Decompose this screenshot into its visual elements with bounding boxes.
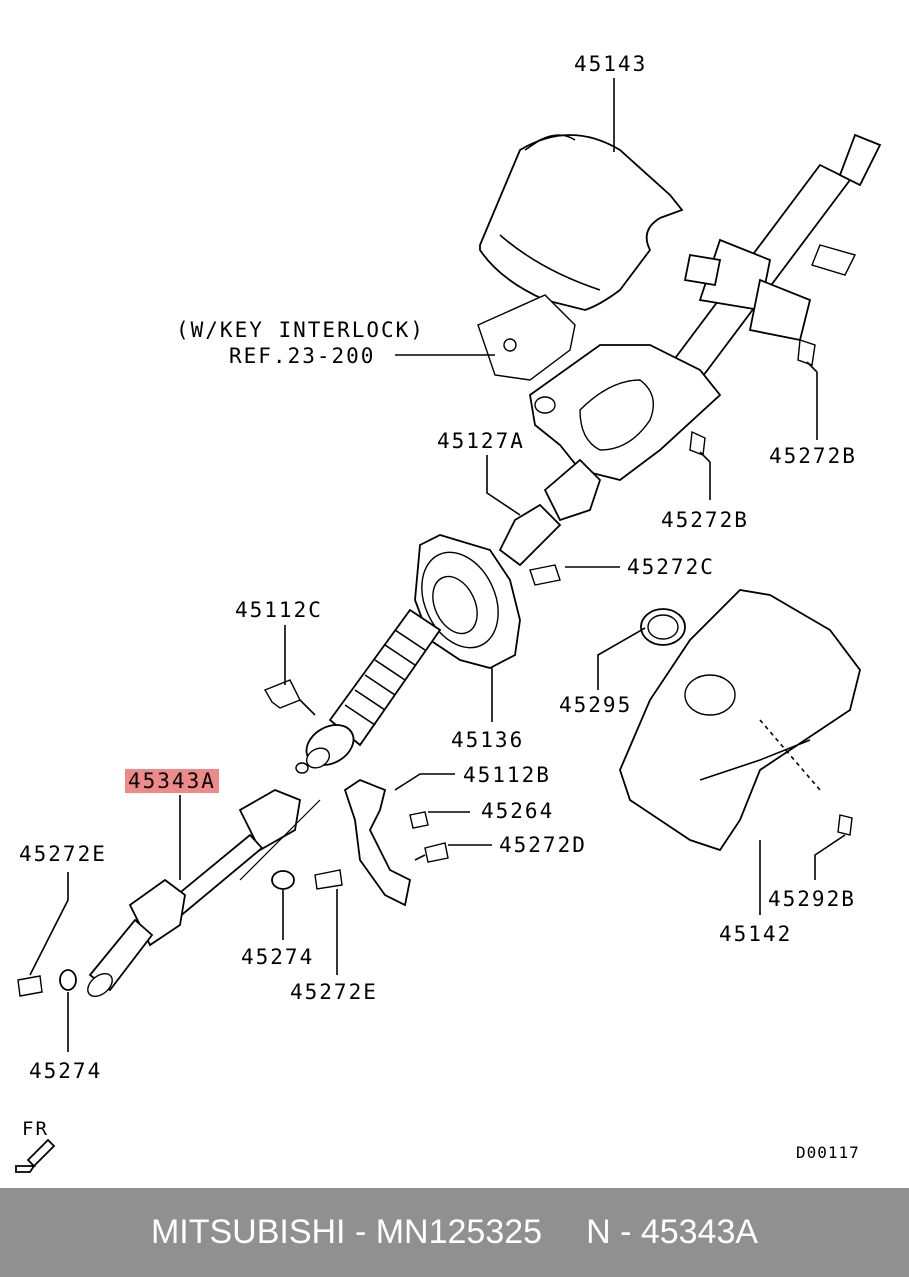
bolt-45272C xyxy=(529,564,561,586)
label-45264: 45264 xyxy=(481,799,555,823)
lower-column-cover xyxy=(619,589,861,852)
label-45343A-highlighted: 45343A xyxy=(125,769,219,793)
bolt-45272B-upper xyxy=(797,339,818,373)
column-bracket xyxy=(529,344,722,481)
label-ref: REF.23-200 xyxy=(229,344,376,368)
bolt-45272B-lower xyxy=(689,430,711,463)
label-45127A: 45127A xyxy=(437,429,525,453)
footer-bar: MITSUBISHI - MN125325 N - 45343A xyxy=(0,1188,909,1277)
label-45272E-left: 45272E xyxy=(19,842,107,866)
front-arrow-icon xyxy=(15,1138,56,1173)
upper-universal-joint xyxy=(498,458,602,567)
label-45274-mid: 45274 xyxy=(241,945,315,969)
label-45295: 45295 xyxy=(559,693,633,717)
bolt-45272E-mid xyxy=(314,869,343,890)
bracket-45112B xyxy=(343,778,412,907)
label-45272C: 45272C xyxy=(627,555,715,579)
parts-diagram: 45143 (W/KEY INTERLOCK) REF.23-200 45272… xyxy=(15,52,882,1173)
ring-45295 xyxy=(640,608,686,646)
nut-45264 xyxy=(409,811,429,829)
lower-flange xyxy=(295,724,355,774)
label-45272E-mid: 45272E xyxy=(290,980,378,1004)
diagram-drawing xyxy=(15,78,882,1173)
label-45112B: 45112B xyxy=(463,763,551,787)
label-45112C: 45112C xyxy=(235,598,323,622)
label-45272D: 45272D xyxy=(499,833,587,857)
label-45136: 45136 xyxy=(451,728,525,752)
clip-45112C xyxy=(263,679,316,716)
key-interlock-plate xyxy=(477,294,576,381)
label-45272B-upper: 45272B xyxy=(769,444,857,468)
screw-45292B xyxy=(837,814,853,836)
footer-brand-part: MITSUBISHI - MN125325 xyxy=(150,1213,543,1251)
washer-45274-bottom xyxy=(59,969,77,991)
footer-ref-part: N - 45343A xyxy=(586,1213,759,1251)
leader-lines xyxy=(29,78,846,1052)
lower-shaft-45343A xyxy=(87,789,321,998)
label-45272B-lower: 45272B xyxy=(661,508,749,532)
label-45274-bottom: 45274 xyxy=(29,1059,103,1083)
diagram-code: D00117 xyxy=(796,1143,860,1162)
washer-45274-mid xyxy=(271,870,295,890)
bellows-boot xyxy=(328,608,442,747)
label-fr: FR xyxy=(22,1118,49,1140)
bolt-45272D xyxy=(414,842,449,863)
bolt-45272E-left xyxy=(17,975,43,997)
label-45142: 45142 xyxy=(719,922,793,946)
label-key-interlock: (W/KEY INTERLOCK) xyxy=(176,318,425,342)
dust-seal-plate xyxy=(414,534,521,669)
upper-column-cover xyxy=(479,134,684,311)
label-45292B: 45292B xyxy=(768,887,856,911)
upper-steering-shaft xyxy=(668,133,882,382)
label-45143: 45143 xyxy=(574,52,648,76)
